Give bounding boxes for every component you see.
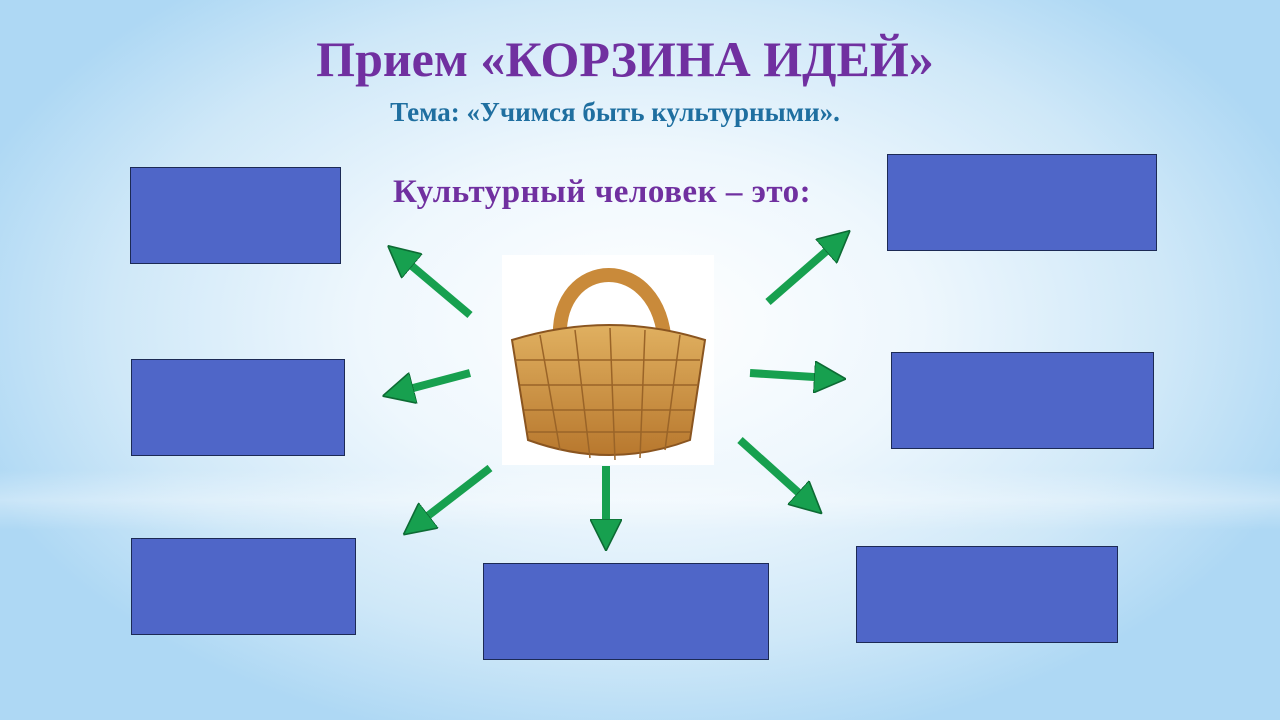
answer-box-bottom-left[interactable] <box>131 538 356 635</box>
arrow-mid-right <box>749 373 830 378</box>
arrow-top-right <box>765 241 838 306</box>
answer-box-mid-left[interactable] <box>131 359 345 456</box>
basket-icon <box>510 268 707 461</box>
answer-box-top-right[interactable] <box>887 154 1157 251</box>
slide-subtitle: Тема: «Учимся быть культурными». <box>390 97 840 127</box>
arrow-top-left <box>400 256 473 319</box>
arrow-bottom-left <box>416 464 493 525</box>
answer-box-top-left[interactable] <box>130 167 341 264</box>
arrow-mid-left <box>398 369 472 392</box>
arrow-bottom-right <box>737 437 810 503</box>
background-highlight <box>0 470 1280 530</box>
lead-text: Культурный человек – это: <box>393 174 812 210</box>
answer-box-bottom-right[interactable] <box>856 546 1118 643</box>
answer-box-mid-right[interactable] <box>891 352 1154 449</box>
slide-title: Прием «КОРЗИНА ИДЕЙ» <box>316 31 934 87</box>
answer-box-bottom-center[interactable] <box>483 563 769 660</box>
